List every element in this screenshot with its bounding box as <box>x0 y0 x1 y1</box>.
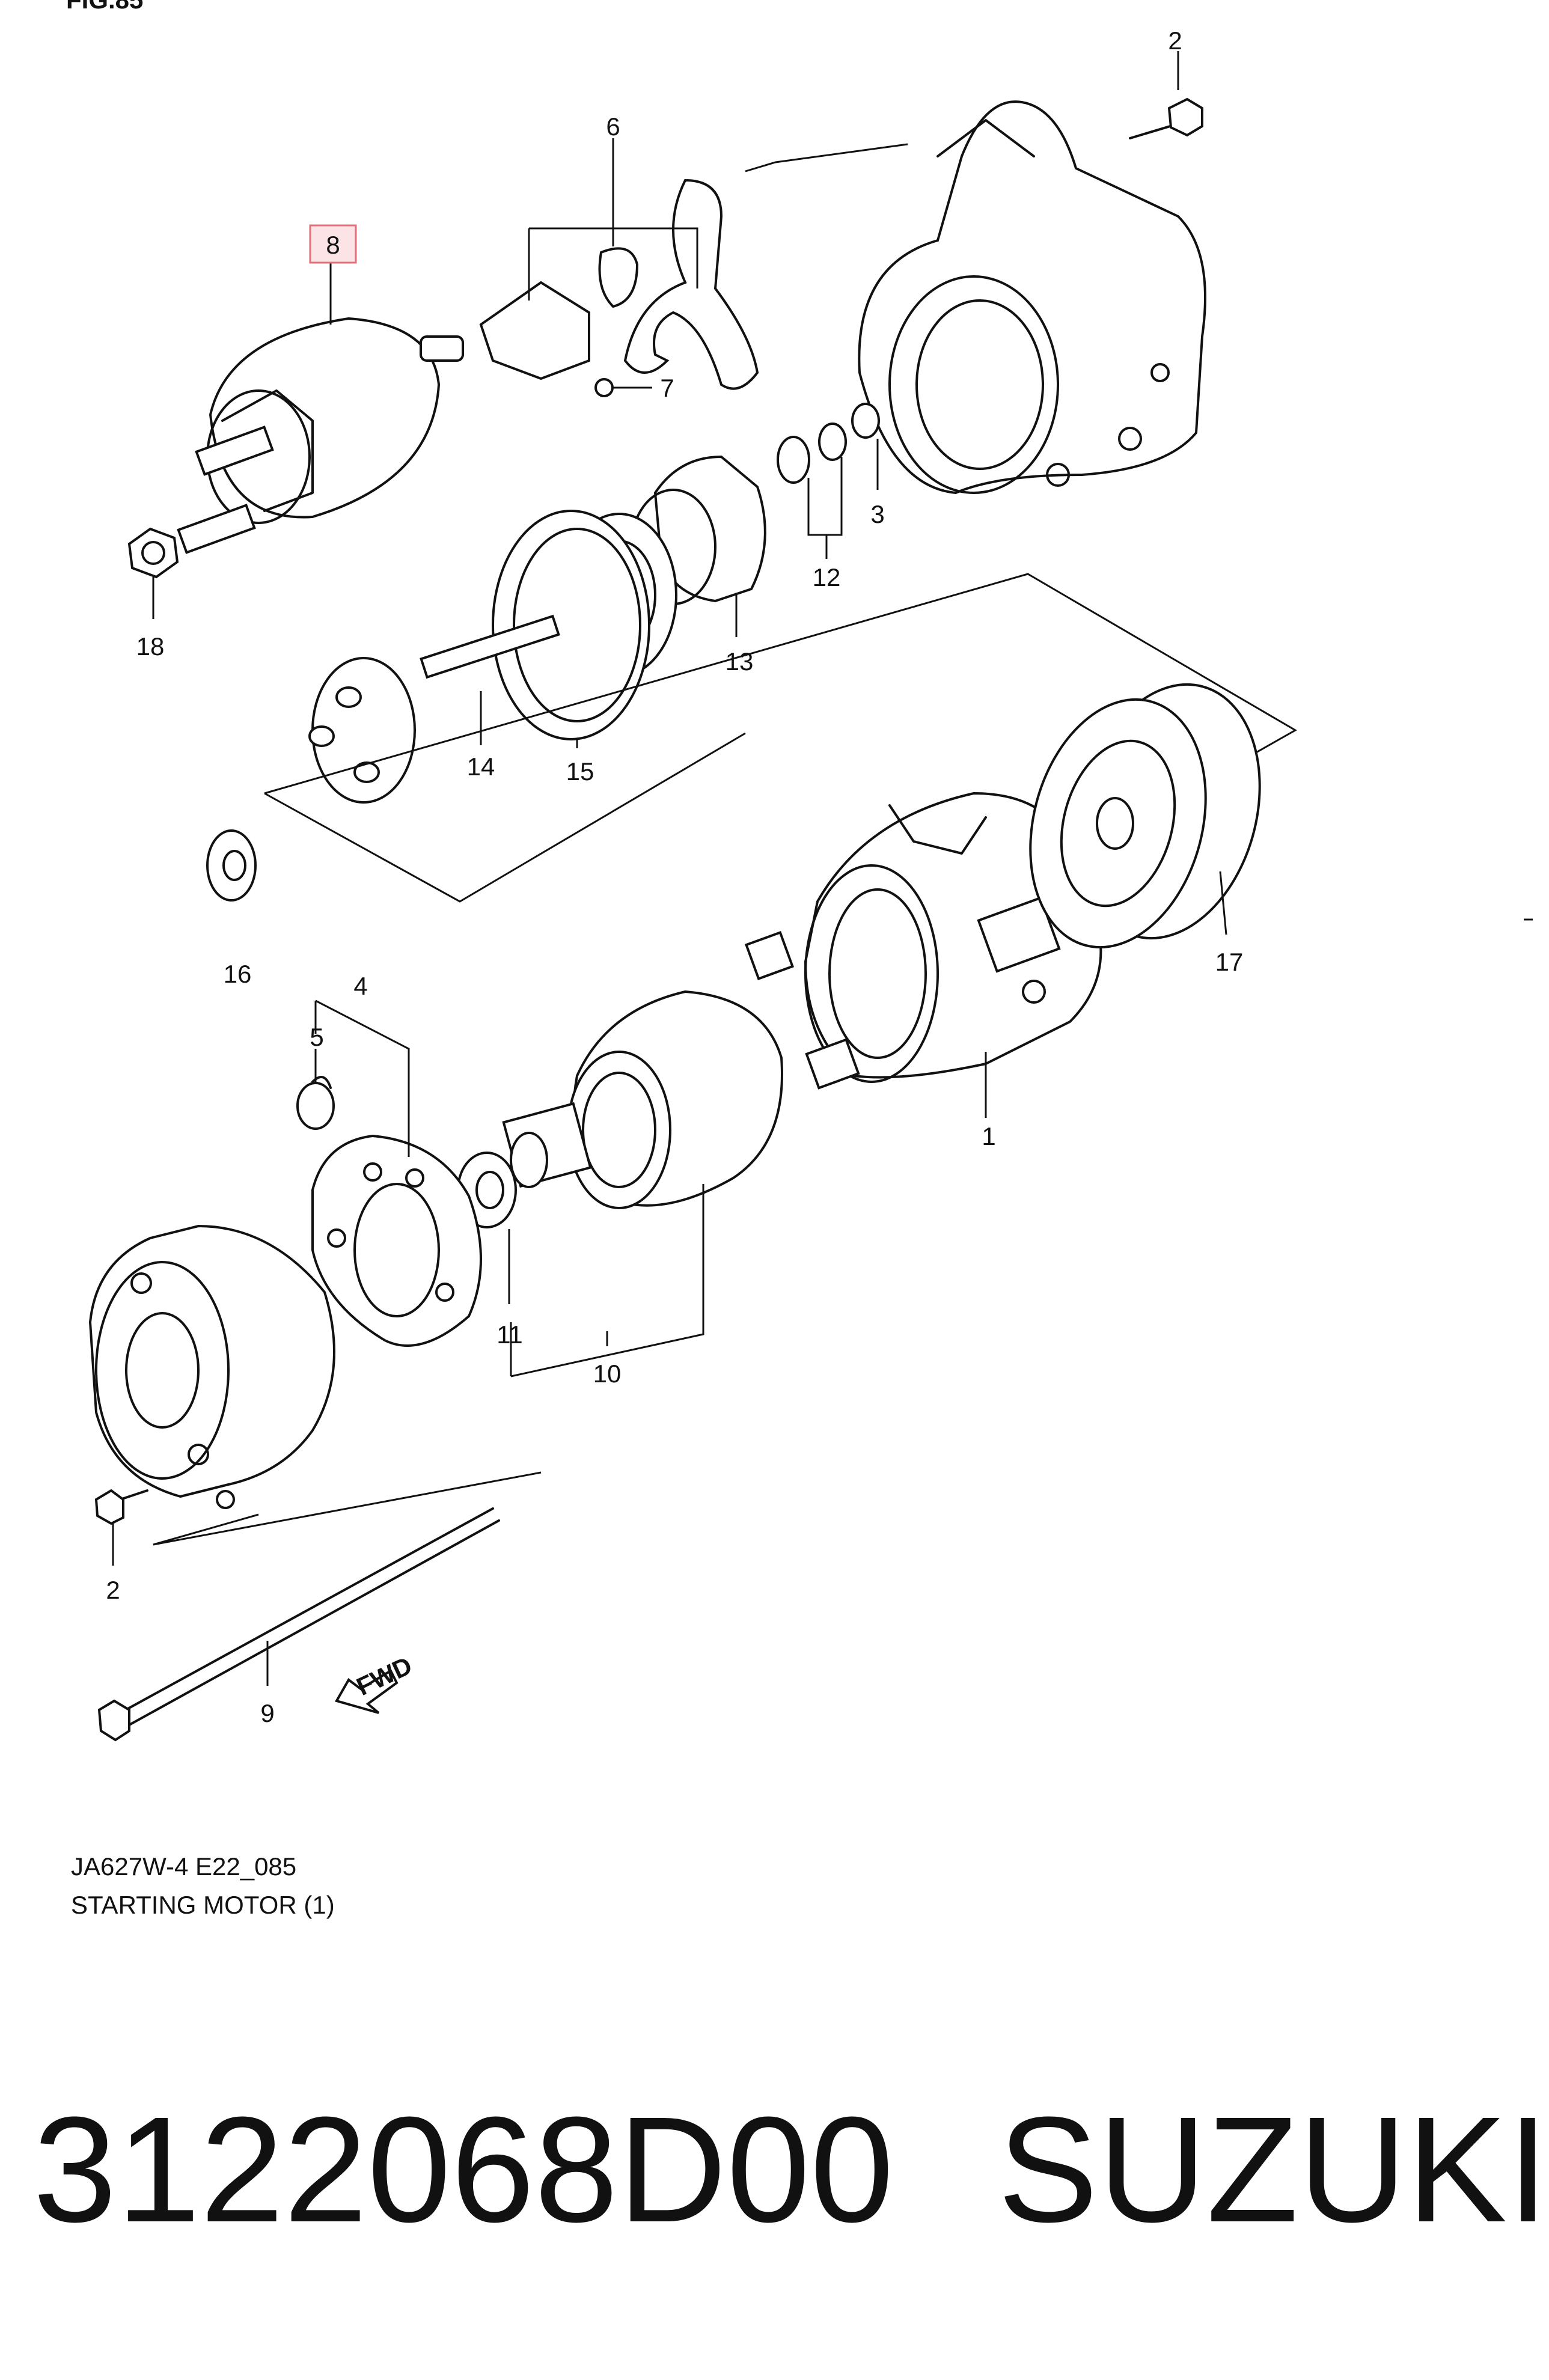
callout-13[interactable]: 13 <box>726 647 754 676</box>
callout-2-top[interactable]: 2 <box>1168 26 1182 55</box>
callout-1[interactable]: 1 <box>982 1122 995 1150</box>
highlighted-callout-box[interactable] <box>309 224 357 264</box>
planetary-shaft-part-14 <box>308 614 560 804</box>
brush-spring-part-5 <box>296 1076 335 1130</box>
screw-part-2-top <box>1129 97 1203 139</box>
exploded-parts-diagram: FIG.85 <box>66 0 1533 1742</box>
leader-lines <box>112 51 1533 1686</box>
callout-6[interactable]: 6 <box>606 112 620 141</box>
callout-14[interactable]: 14 <box>467 752 495 781</box>
brand-name: SUZUKI <box>998 2086 1549 2253</box>
solenoid-part <box>177 317 464 554</box>
rear-cover-part <box>88 1224 335 1509</box>
yoke-part-1 <box>744 792 1102 1090</box>
callout-10[interactable]: 10 <box>593 1359 622 1388</box>
callout-17[interactable]: 17 <box>1215 948 1244 976</box>
callout-2-bottom[interactable]: 2 <box>106 1576 120 1604</box>
callout-5[interactable]: 5 <box>310 1023 323 1051</box>
callout-18[interactable]: 18 <box>136 632 165 661</box>
bush-part-3 <box>851 403 880 439</box>
figure-header: FIG.85 <box>66 0 143 14</box>
cover-part-17 <box>1029 683 1261 949</box>
armature-part-10 <box>502 990 783 1209</box>
lever-part-6 <box>479 178 759 397</box>
through-bolt-part-9 <box>97 1507 500 1742</box>
callout-12[interactable]: 12 <box>813 563 841 591</box>
callout-15[interactable]: 15 <box>566 757 594 786</box>
callout-11[interactable]: 11 <box>496 1320 523 1349</box>
callout-7[interactable]: 7 <box>660 374 674 402</box>
nut-part-18 <box>127 527 179 579</box>
callout-4[interactable]: 4 <box>353 972 367 1000</box>
brush-holder-part-4 <box>311 1134 482 1347</box>
diagram-title: STARTING MOTOR (1) <box>71 1891 335 1919</box>
callout-9[interactable]: 9 <box>260 1699 274 1727</box>
callout-16[interactable]: 16 <box>224 960 252 988</box>
fwd-direction-arrow: FWD <box>334 1651 417 1714</box>
internal-gear-part-15 <box>492 510 650 740</box>
part-info-band <box>0 1983 1533 2380</box>
ring-part-12b <box>777 436 810 484</box>
ring-part-12a <box>818 423 847 461</box>
gear-part-16 <box>206 829 257 902</box>
callout-8[interactable]: 8 <box>326 231 340 259</box>
part-number: 3122068D00 <box>33 2086 894 2253</box>
callout-3[interactable]: 3 <box>870 500 884 528</box>
front-housing-part <box>858 100 1206 495</box>
diagram-code: JA627W-4 E22_085 <box>71 1852 297 1881</box>
screw-part-2-bottom <box>94 1489 148 1525</box>
svg-text:FWD: FWD <box>352 1651 417 1701</box>
